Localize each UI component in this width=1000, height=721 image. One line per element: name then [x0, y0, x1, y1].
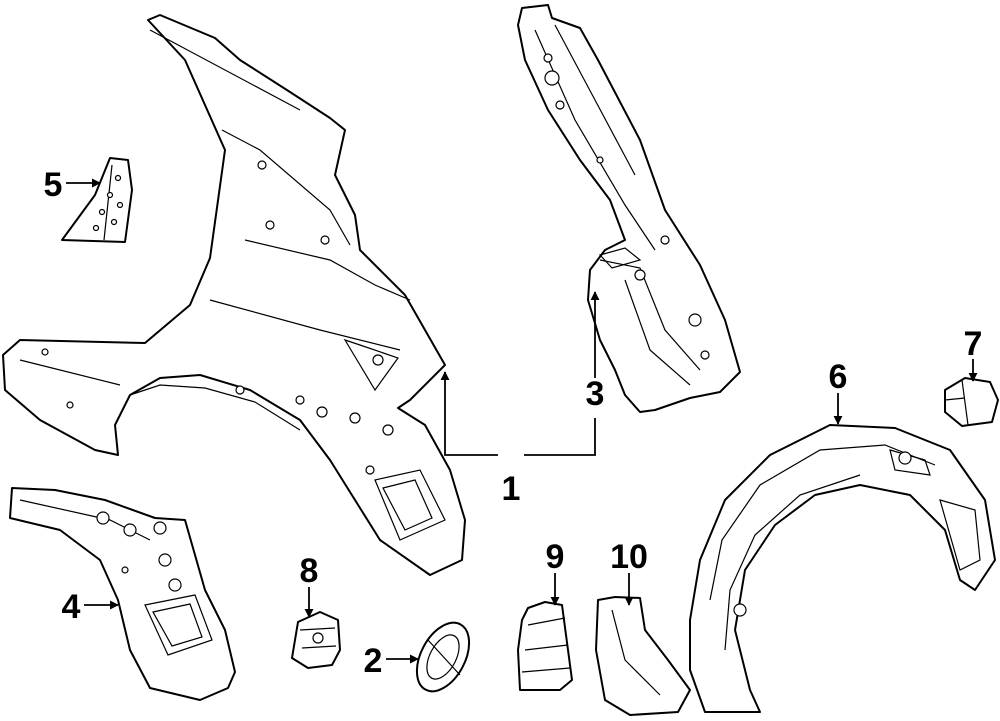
quarter-panel-part — [2, 14, 466, 576]
callout-8: 8 — [300, 552, 319, 590]
leader-1-branch — [524, 418, 596, 456]
callout-7: 7 — [964, 325, 983, 363]
callout-5: 5 — [44, 166, 63, 204]
callout-6: 6 — [829, 358, 848, 396]
callout-labels: 1 2 3 4 5 6 7 8 9 10 — [44, 166, 983, 680]
callout-1: 1 — [502, 470, 521, 508]
callout-9: 9 — [546, 538, 565, 576]
splash-shield-part — [595, 596, 691, 716]
extension-part — [517, 601, 573, 691]
pillar-inner-panel-part — [517, 4, 741, 413]
clip-part — [944, 377, 999, 427]
plug-part — [415, 621, 471, 693]
callout-3: 3 — [586, 375, 605, 413]
wheelhouse-outer-part — [9, 487, 236, 701]
leader-lines — [66, 178, 978, 664]
wheelhouse-liner-part — [689, 424, 996, 713]
callout-10: 10 — [610, 538, 648, 576]
leader-1 — [440, 371, 498, 456]
callout-2: 2 — [364, 642, 383, 680]
bracket-part — [291, 611, 341, 669]
reinforcement-bracket-part — [61, 157, 133, 243]
callout-4: 4 — [62, 588, 81, 626]
